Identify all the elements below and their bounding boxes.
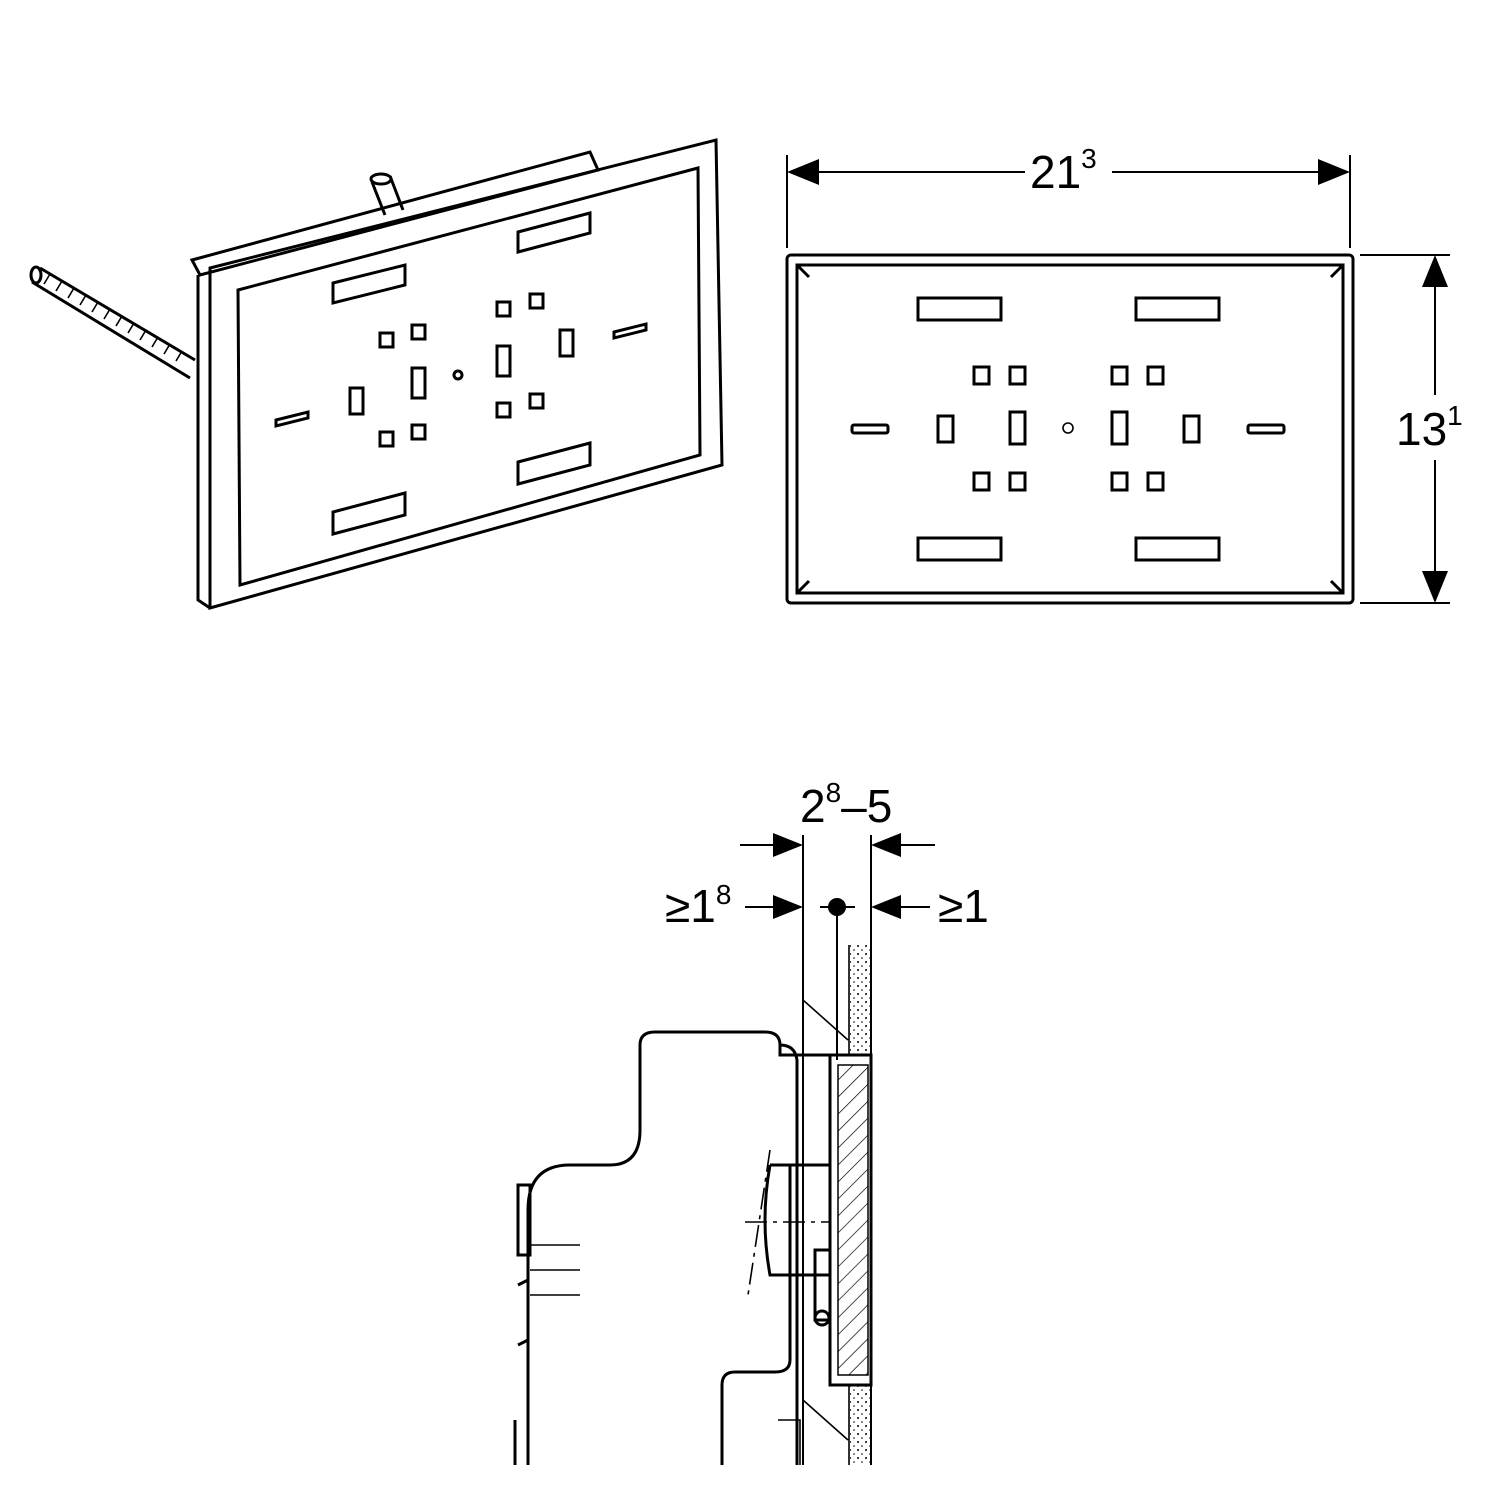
- depth-range-label: 28–5: [800, 777, 892, 832]
- frame-side: [196, 275, 211, 610]
- min-right-label: ≥1: [938, 880, 989, 932]
- min-left-label: ≥18: [665, 879, 731, 932]
- axis-point-icon: [828, 898, 846, 916]
- tile-layer: [850, 945, 871, 1055]
- cistern-body: [526, 1030, 830, 1465]
- dimension-height: 131: [1360, 254, 1463, 604]
- dimension-width: 213: [786, 143, 1351, 248]
- width-label: 213: [1030, 143, 1097, 198]
- frame-inner: [236, 166, 702, 587]
- perspective-cutouts: [274, 211, 648, 536]
- perspective-view: [29, 138, 724, 610]
- frame-outer: [208, 138, 724, 610]
- actuator-housing: [763, 1163, 832, 1277]
- height-label: 131: [1396, 400, 1463, 455]
- threaded-rod-left: [29, 265, 196, 380]
- front-cutouts: [850, 296, 1286, 562]
- frame-outer-front: [785, 253, 1355, 605]
- front-view: 213 131: [785, 143, 1463, 605]
- frame-inner-front: [795, 263, 1345, 595]
- section-view: 28–5 ≥18 ≥1: [513, 777, 989, 1465]
